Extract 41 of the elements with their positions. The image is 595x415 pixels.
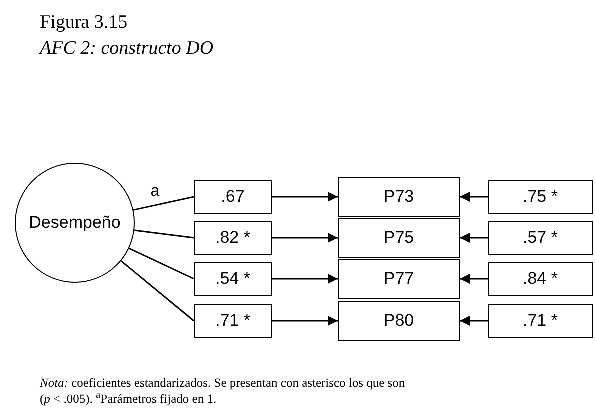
coefficient-value: .84 * bbox=[523, 269, 558, 289]
coefficient-value: .67 bbox=[221, 187, 245, 207]
coefficient-value: .82 * bbox=[216, 228, 250, 248]
loading-box bbox=[194, 304, 272, 338]
item-name: P73 bbox=[384, 187, 414, 207]
indicator-box bbox=[338, 259, 460, 299]
note-text: Nota: coeficientes estandarizados. Se presentan con asterisco los que son bbox=[40, 376, 406, 391]
figure-subtitle: AFC 2: constructo DO bbox=[40, 38, 214, 60]
loading-box bbox=[194, 262, 272, 296]
item-name: P80 bbox=[384, 311, 414, 331]
indicator-box bbox=[338, 177, 460, 217]
loading-box bbox=[194, 221, 272, 255]
coefficient-value: .54 * bbox=[216, 269, 250, 289]
loading-box bbox=[194, 180, 272, 214]
arrow bbox=[272, 316, 338, 326]
item-name: P77 bbox=[384, 269, 414, 289]
figure-title: Figura 3.15 bbox=[40, 12, 128, 34]
arrow bbox=[460, 233, 488, 243]
path-line bbox=[120, 260, 194, 322]
indicator-box bbox=[338, 218, 460, 258]
indicator-box bbox=[338, 301, 460, 341]
arrow bbox=[460, 316, 488, 326]
path-line bbox=[133, 196, 194, 211]
arrow bbox=[460, 274, 488, 284]
arrow bbox=[460, 192, 488, 202]
arrow bbox=[272, 233, 338, 243]
error-box bbox=[488, 180, 593, 214]
error-box bbox=[488, 304, 593, 338]
coefficient-value: .75 * bbox=[523, 187, 558, 207]
path-line bbox=[128, 248, 194, 280]
error-box bbox=[488, 221, 593, 255]
item-name: P75 bbox=[384, 228, 414, 248]
arrow bbox=[272, 274, 338, 284]
arrow bbox=[272, 192, 338, 202]
coefficient-value: .57 * bbox=[523, 228, 558, 248]
coefficient-value: .71 * bbox=[523, 311, 558, 331]
note-text: (p < .005). $^{a}$Parámetros fijado en 1. bbox=[40, 390, 217, 408]
variable-name: Desempeño bbox=[29, 213, 121, 233]
error-box bbox=[488, 262, 593, 296]
path-line bbox=[134, 230, 194, 239]
coefficient-value: .71 * bbox=[216, 311, 250, 331]
